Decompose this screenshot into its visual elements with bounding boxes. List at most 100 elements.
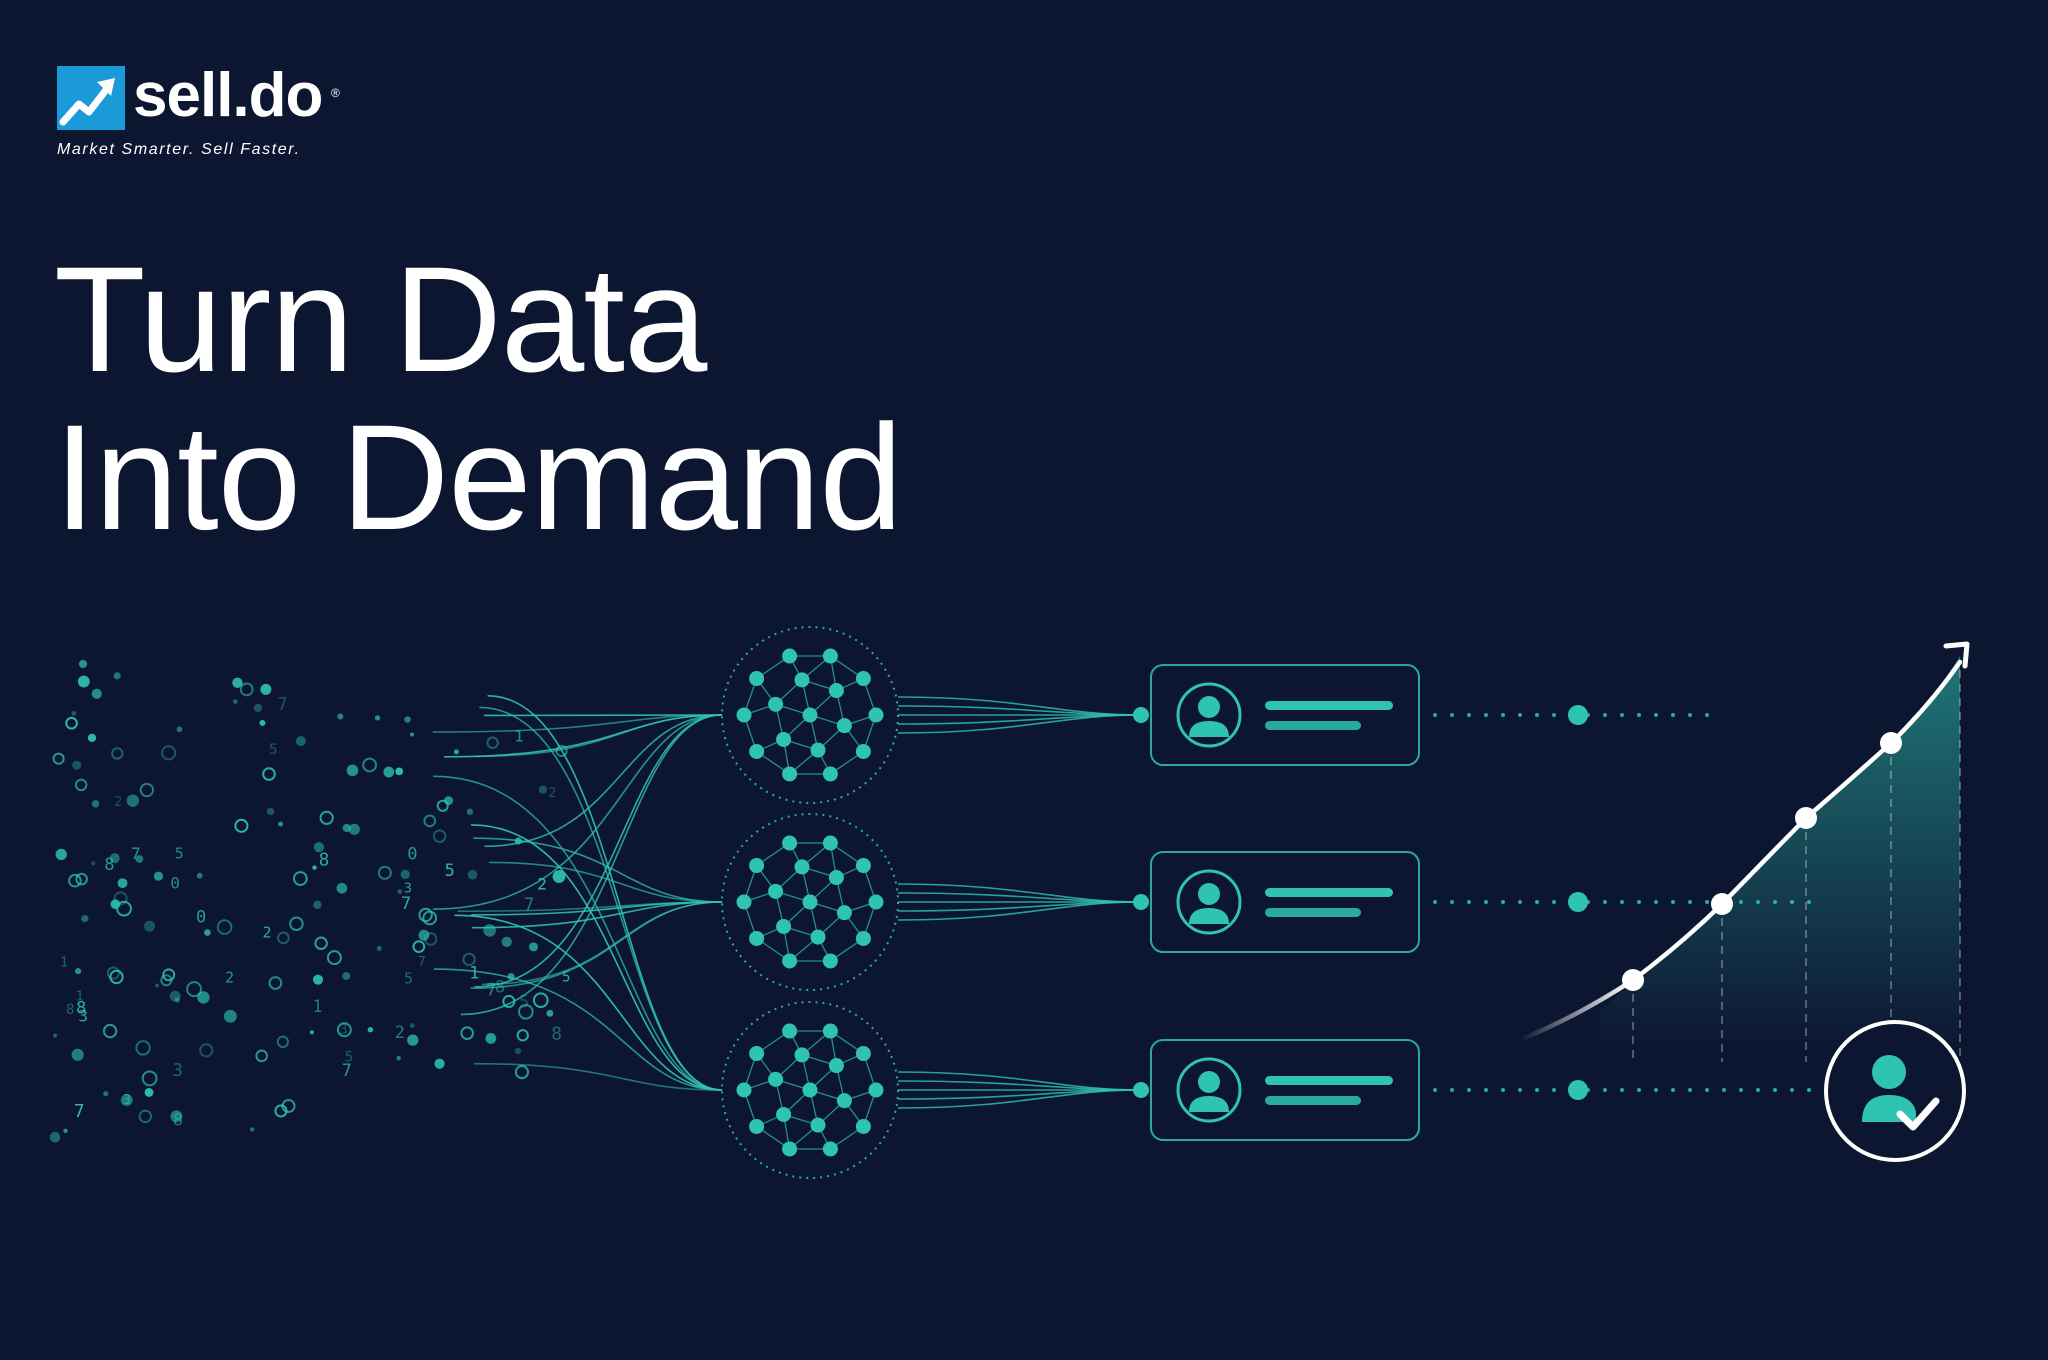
avatar-head bbox=[1198, 1071, 1220, 1093]
data-particle bbox=[326, 950, 342, 966]
trail-dot bbox=[1484, 1088, 1488, 1092]
cluster-node bbox=[736, 1082, 752, 1098]
data-particle bbox=[342, 972, 351, 981]
data-particle bbox=[49, 1131, 61, 1143]
data-particle: 0 bbox=[407, 845, 417, 865]
cluster-node bbox=[782, 1141, 798, 1157]
data-particle bbox=[276, 1035, 289, 1049]
trail-dot bbox=[1671, 900, 1675, 904]
data-particle bbox=[362, 757, 377, 773]
data-particle bbox=[422, 910, 438, 926]
cluster-node bbox=[782, 766, 798, 782]
data-particle bbox=[514, 1065, 530, 1080]
growth-point bbox=[1795, 807, 1817, 829]
cluster-node bbox=[802, 707, 818, 723]
badge-check bbox=[1896, 1097, 1940, 1131]
data-particle bbox=[397, 889, 403, 894]
trail-dot bbox=[1552, 900, 1556, 904]
cluster-node bbox=[782, 1023, 798, 1039]
card-connector-dot bbox=[1133, 707, 1149, 723]
trail-dot bbox=[1450, 713, 1454, 717]
data-particle: 7 bbox=[131, 844, 141, 863]
data-particle: 8 bbox=[66, 1002, 74, 1018]
data-particle bbox=[216, 919, 233, 935]
data-particle: 5 bbox=[175, 846, 184, 863]
data-particle bbox=[71, 1048, 84, 1061]
cluster-node bbox=[868, 707, 884, 723]
data-particle bbox=[532, 992, 549, 1009]
trail-dot bbox=[1552, 713, 1556, 717]
data-particle bbox=[423, 814, 437, 828]
headline-line-2: Into Demand bbox=[54, 393, 903, 561]
trail-dot bbox=[1620, 713, 1624, 717]
data-particle bbox=[120, 1094, 133, 1106]
card-line bbox=[1265, 1076, 1393, 1085]
avatar-ring bbox=[1176, 869, 1242, 935]
data-stream-line bbox=[487, 694, 723, 1091]
trail-dot bbox=[1603, 1088, 1607, 1092]
data-particle: 1 bbox=[60, 955, 68, 971]
trail-dot bbox=[1671, 1088, 1675, 1092]
data-particle bbox=[91, 800, 100, 808]
data-particle bbox=[53, 1033, 58, 1038]
cluster-node bbox=[822, 648, 838, 664]
profile-card bbox=[1133, 664, 1709, 766]
network-cluster-icon bbox=[721, 626, 1141, 804]
profile-card bbox=[1133, 1039, 1811, 1141]
cluster-node bbox=[802, 894, 818, 910]
card-line bbox=[1265, 888, 1393, 897]
trail-dot bbox=[1807, 1088, 1811, 1092]
trail-dot bbox=[1467, 900, 1471, 904]
data-particle bbox=[144, 920, 155, 932]
data-particle bbox=[418, 907, 433, 923]
cluster-node bbox=[782, 648, 798, 664]
cluster-node bbox=[749, 1046, 765, 1062]
cluster-node bbox=[749, 743, 765, 759]
cluster-connector bbox=[897, 705, 1141, 716]
trail-dot bbox=[1467, 1088, 1471, 1092]
data-particle bbox=[538, 785, 547, 794]
cluster-node bbox=[749, 1118, 765, 1134]
data-particle bbox=[412, 940, 426, 953]
avatar-body bbox=[1189, 721, 1229, 737]
data-particle bbox=[462, 952, 476, 967]
growth-point bbox=[1622, 969, 1644, 991]
trail-dot bbox=[1620, 900, 1624, 904]
data-particle: 5 bbox=[519, 992, 529, 1012]
data-particle bbox=[319, 810, 334, 825]
data-particle bbox=[160, 974, 173, 987]
data-particle bbox=[289, 916, 304, 932]
data-particle bbox=[87, 733, 97, 743]
data-particle bbox=[409, 1023, 415, 1029]
cluster-node bbox=[868, 894, 884, 910]
brand-tagline: Market Smarter. Sell Faster. bbox=[57, 141, 301, 158]
data-particle bbox=[336, 882, 348, 894]
data-particle bbox=[483, 924, 496, 937]
cluster-node bbox=[855, 1046, 871, 1062]
data-particle bbox=[253, 703, 263, 712]
cluster-node bbox=[836, 718, 852, 734]
data-particle bbox=[250, 1127, 255, 1132]
data-particle bbox=[170, 1110, 183, 1123]
data-particle bbox=[309, 1030, 314, 1035]
data-particle bbox=[196, 872, 203, 879]
data-stream-line bbox=[470, 824, 723, 1091]
data-particle bbox=[312, 865, 317, 870]
data-particle bbox=[71, 711, 77, 716]
data-particle bbox=[102, 1023, 118, 1039]
card-frame bbox=[1150, 1039, 1420, 1141]
cluster-node bbox=[749, 671, 765, 687]
data-particle: 5 bbox=[562, 970, 570, 986]
data-particle: 7 bbox=[74, 1102, 85, 1122]
cluster-node bbox=[802, 1082, 818, 1098]
data-particle bbox=[274, 1104, 288, 1118]
data-stream-line bbox=[433, 775, 723, 1091]
data-particle: 2 bbox=[548, 785, 556, 801]
cluster-node bbox=[794, 859, 810, 875]
data-particle: 7 bbox=[418, 955, 426, 970]
data-particle bbox=[126, 794, 140, 807]
brand-logo: sell.do ® Market Smarter. Sell Faster. bbox=[57, 61, 437, 166]
page-title: Turn Data Into Demand bbox=[54, 240, 903, 561]
cluster-node bbox=[794, 672, 810, 688]
data-particle bbox=[342, 823, 352, 833]
